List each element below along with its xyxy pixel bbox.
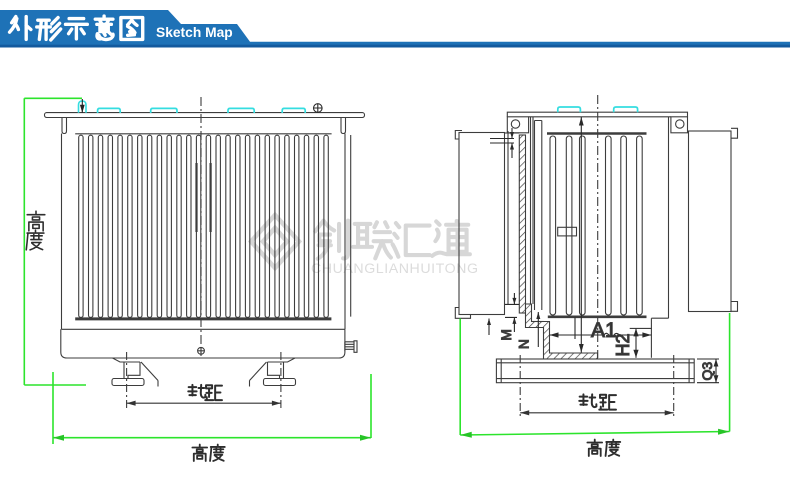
- svg-text:Q3: Q3: [699, 362, 715, 381]
- svg-text:CHUANGLIANHUITONG: CHUANGLIANHUITONG: [311, 261, 479, 277]
- svg-text:A1: A1: [591, 319, 617, 342]
- svg-text:H2: H2: [613, 333, 633, 356]
- svg-text:N: N: [517, 339, 532, 349]
- svg-text:M: M: [499, 329, 514, 340]
- svg-text:Sketch Map: Sketch Map: [156, 25, 233, 40]
